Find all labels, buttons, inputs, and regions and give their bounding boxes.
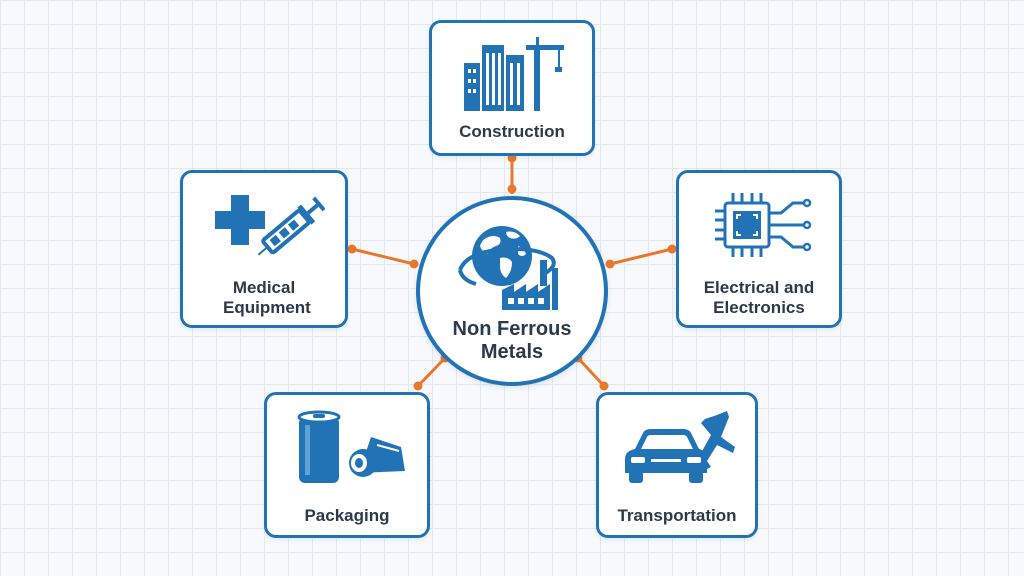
buildings-crane-icon xyxy=(464,37,564,111)
connector-medical xyxy=(351,247,415,266)
node-label: Packaging xyxy=(304,506,390,525)
connector-transportation xyxy=(576,356,606,388)
node-label: Medical Equipment xyxy=(223,278,311,317)
connector-packaging xyxy=(416,356,447,388)
connector-electrical xyxy=(609,247,673,266)
center-title: Non Ferrous Metals xyxy=(452,318,572,363)
node-packaging[interactable]: Packaging xyxy=(264,392,430,538)
connector-dot xyxy=(507,184,517,194)
car-airplane-icon xyxy=(625,411,735,483)
medical-cross-syringe-icon xyxy=(215,195,325,256)
connector-dot xyxy=(347,244,357,254)
globe-factory-icon xyxy=(458,226,558,310)
node-label: Electrical and Electronics xyxy=(703,278,815,317)
microchip-icon xyxy=(715,193,812,257)
node-medical[interactable]: Medical Equipment xyxy=(180,170,348,328)
connector-dot xyxy=(605,259,615,269)
node-label: Transportation xyxy=(617,506,737,525)
center-node[interactable]: Non Ferrous Metals xyxy=(416,196,608,386)
node-construction[interactable]: Construction xyxy=(429,20,595,156)
node-electrical[interactable]: Electrical and Electronics xyxy=(676,170,842,328)
connector-dot xyxy=(409,259,419,269)
connector-dot xyxy=(413,381,423,391)
node-label: Construction xyxy=(459,122,565,141)
connector-dot xyxy=(599,381,609,391)
connector-dot xyxy=(667,244,677,254)
node-transportation[interactable]: Transportation xyxy=(596,392,758,538)
can-foil-roll-icon xyxy=(297,410,405,483)
